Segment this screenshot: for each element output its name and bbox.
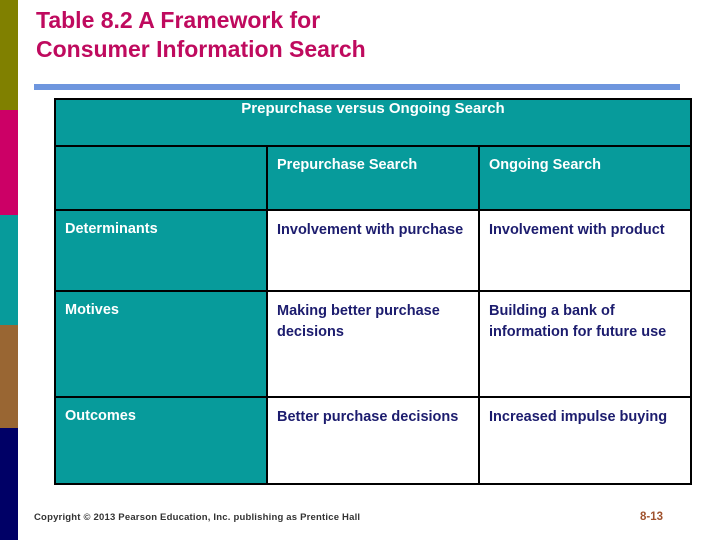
sidebar-band-navy [0,428,18,540]
cell-determinants-ongoing-text: Involvement with product [489,222,665,238]
sidebar-band-olive [0,0,18,110]
page-title-line-1: Table 8.2 A Framework for [36,7,321,33]
cell-motives-ongoing-text: Building a bank of information for futur… [489,303,667,340]
column-header-prepurchase: Prepurchase Search [266,145,480,211]
sidebar-band-brown [0,325,18,428]
row-label-motives-text: Motives [65,302,119,318]
cell-outcomes-prepurchase: Better purchase decisions [266,396,480,485]
page-title: Table 8.2 A Framework for Consumer Infor… [36,6,676,64]
row-label-outcomes-text: Outcomes [65,408,136,424]
row-label-determinants-text: Determinants [65,221,158,237]
table-column-header-row: Prepurchase Search Ongoing Search [54,145,692,211]
cell-outcomes-prepurchase-text: Better purchase decisions [277,409,459,425]
table-banner-label: Prepurchase versus Ongoing Search [241,100,505,117]
column-header-ongoing-label: Ongoing Search [489,157,601,173]
column-header-blank [54,145,268,211]
page-title-line-2: Consumer Information Search [36,36,366,62]
footer-copyright: Copyright © 2013 Pearson Education, Inc.… [34,512,361,523]
framework-table: Prepurchase versus Ongoing Search Prepur… [54,98,692,485]
cell-outcomes-ongoing: Increased impulse buying [478,396,692,485]
cell-determinants-prepurchase-text: Involvement with purchase [277,222,464,238]
table-row: Outcomes Better purchase decisions Incre… [54,396,692,485]
footer-page-number: 8-13 [640,511,664,523]
cell-motives-prepurchase: Making better purchase decisions [266,290,480,398]
cell-determinants-ongoing: Involvement with product [478,209,692,292]
column-header-prepurchase-label: Prepurchase Search [277,157,418,173]
cell-determinants-prepurchase: Involvement with purchase [266,209,480,292]
title-divider-rule [34,84,680,90]
sidebar-band-magenta [0,110,18,215]
table-row: Determinants Involvement with purchase I… [54,209,692,292]
table-banner-cell: Prepurchase versus Ongoing Search [54,98,692,147]
row-label-determinants: Determinants [54,209,268,292]
table-row: Motives Making better purchase decisions… [54,290,692,398]
cell-motives-ongoing: Building a bank of information for futur… [478,290,692,398]
row-label-motives: Motives [54,290,268,398]
cell-outcomes-ongoing-text: Increased impulse buying [489,409,668,425]
sidebar-color-bands [0,0,18,540]
column-header-ongoing: Ongoing Search [478,145,692,211]
cell-motives-prepurchase-text: Making better purchase decisions [277,303,440,340]
table-banner-row: Prepurchase versus Ongoing Search [54,98,692,147]
sidebar-band-teal [0,215,18,325]
row-label-outcomes: Outcomes [54,396,268,485]
